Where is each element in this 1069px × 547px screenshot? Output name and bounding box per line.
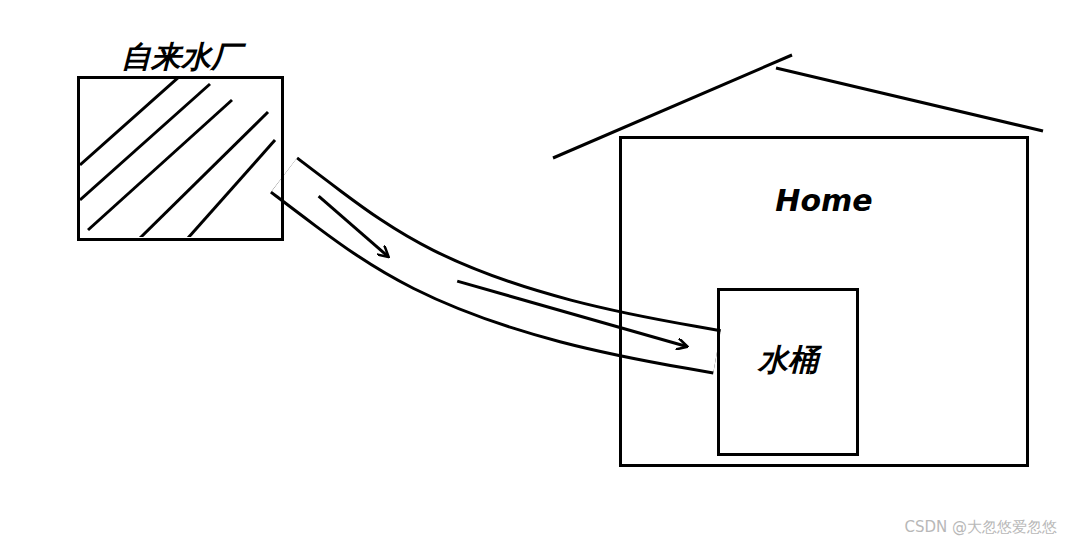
- flow-arrow: [457, 281, 686, 346]
- hatching: [80, 79, 275, 237]
- node-label: 自来水厂: [121, 37, 241, 78]
- flow-arrow: [319, 196, 388, 256]
- node-label: 水桶: [758, 340, 818, 381]
- node-label: Home: [775, 183, 872, 218]
- watermark: CSDN @大忽悠爱忽悠: [904, 518, 1057, 537]
- pipe-wall: [284, 175, 717, 352]
- roof: [553, 55, 1043, 158]
- bucket-box: 水桶: [717, 288, 859, 456]
- house-box: Home 水桶: [619, 136, 1029, 467]
- water-pipe: [284, 175, 717, 352]
- plant-box: 自来水厂: [77, 76, 284, 241]
- pipe-inside: [284, 175, 717, 352]
